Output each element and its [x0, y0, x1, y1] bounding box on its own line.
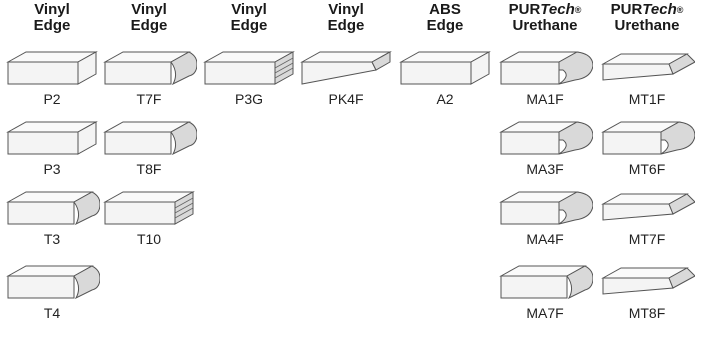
header-line2: Urethane: [614, 17, 680, 34]
profile-code: A2: [436, 91, 454, 107]
profile-mt8f: MT8F: [599, 262, 695, 321]
profile-t8f: T8F: [101, 118, 197, 177]
profile-code: MA1F: [526, 91, 564, 107]
edge-profile-icon: [104, 51, 197, 85]
header-line2: Edge: [33, 17, 71, 34]
header-line1: Vinyl: [231, 1, 267, 18]
edge-profile-icon: [500, 191, 593, 225]
profile-t3: T3: [4, 188, 100, 247]
profile-p3g: P3G: [201, 48, 297, 107]
profile-code: MT1F: [628, 91, 666, 107]
header-line1: Vinyl: [131, 1, 167, 18]
column-header-vinyl-3: Vinyl Edge: [201, 2, 297, 34]
column-header-vinyl-1: Vinyl Edge: [4, 2, 100, 34]
header-line1: Vinyl: [34, 1, 70, 18]
edge-profile-icon: [602, 53, 695, 81]
edge-profile-icon: [602, 267, 695, 295]
column-header-abs: ABS Edge: [397, 2, 493, 34]
profile-pk4f: PK4F: [298, 48, 394, 107]
profile-code: P3G: [234, 91, 263, 107]
header-line1: Vinyl: [328, 1, 364, 18]
edge-profile-icon: [7, 265, 100, 299]
edge-profile-icon: [500, 121, 593, 155]
header-line2: Urethane: [512, 17, 578, 34]
profile-code: T10: [136, 231, 162, 247]
column-header-purtech-1: PURTech® Urethane: [497, 2, 593, 34]
profile-mt6f: MT6F: [599, 118, 695, 177]
profile-code: P3: [43, 161, 61, 177]
header-pur: PUR: [508, 1, 541, 18]
edge-profile-icon: [500, 51, 593, 85]
profile-code: P2: [43, 91, 61, 107]
profile-t10: T10: [101, 188, 197, 247]
profile-ma1f: MA1F: [497, 48, 593, 107]
header-tech: Tech: [540, 1, 575, 18]
profile-code: PK4F: [328, 91, 364, 107]
column-header-vinyl-2: Vinyl Edge: [101, 2, 197, 34]
profile-a2: A2: [397, 48, 493, 107]
edge-profile-icon: [602, 121, 695, 155]
profile-ma4f: MA4F: [497, 188, 593, 247]
profile-mt1f: MT1F: [599, 48, 695, 107]
edge-profile-icon: [500, 265, 593, 299]
header-line1: ABS: [429, 1, 461, 18]
profile-p3: P3: [4, 118, 100, 177]
column-header-purtech-2: PURTech® Urethane: [599, 2, 695, 34]
edge-profile-icon: [400, 51, 490, 85]
profile-t7f: T7F: [101, 48, 197, 107]
profile-code: MA3F: [526, 161, 564, 177]
header-line2: Edge: [327, 17, 365, 34]
edge-profile-icon: [7, 51, 97, 85]
profile-code: T3: [43, 231, 61, 247]
column-header-vinyl-4: Vinyl Edge: [298, 2, 394, 34]
header-line2: Edge: [230, 17, 268, 34]
profile-code: MA7F: [526, 305, 564, 321]
profile-ma3f: MA3F: [497, 118, 593, 177]
profile-code: T7F: [136, 91, 162, 107]
edge-profile-icon: [104, 121, 197, 155]
profile-t4: T4: [4, 262, 100, 321]
registered-mark: ®: [676, 5, 684, 15]
edge-profile-icon: [104, 191, 194, 225]
edge-profile-icon: [602, 193, 695, 221]
profile-ma7f: MA7F: [497, 262, 593, 321]
header-line2: Edge: [130, 17, 168, 34]
profile-code: MT6F: [628, 161, 666, 177]
header-pur: PUR: [610, 1, 643, 18]
edge-profile-icon: [301, 51, 391, 85]
profile-code: MT7F: [628, 231, 666, 247]
edge-profile-icon: [7, 191, 100, 225]
edge-profile-icon: [7, 121, 97, 155]
profile-code: MA4F: [526, 231, 564, 247]
registered-mark: ®: [574, 5, 582, 15]
profile-p2: P2: [4, 48, 100, 107]
profile-code: MT8F: [628, 305, 666, 321]
header-line2: Edge: [426, 17, 464, 34]
header-tech: Tech: [642, 1, 677, 18]
edge-profile-icon: [204, 51, 294, 85]
profile-mt7f: MT7F: [599, 188, 695, 247]
profile-code: T4: [43, 305, 61, 321]
profile-code: T8F: [136, 161, 162, 177]
